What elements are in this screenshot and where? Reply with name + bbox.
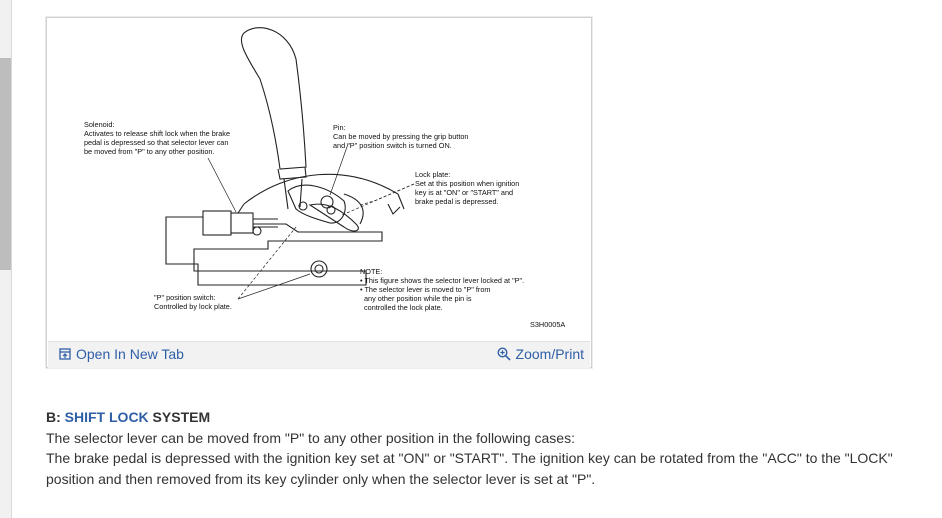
paragraph-2: The brake pedal is depressed with the ig… [46, 450, 893, 487]
open-in-new-tab-icon [59, 348, 71, 360]
lock-plate-callout: Lock plate: Set at this position when ig… [415, 170, 521, 206]
paragraph-1: The selector lever can be moved from "P"… [46, 429, 575, 446]
figure-card: Solenoid: Activates to release shift loc… [46, 17, 592, 368]
figure-code: S3H0005A [530, 320, 565, 329]
note-callout: NOTE: • This figure shows the selector l… [360, 267, 526, 312]
solenoid-block [202, 210, 232, 236]
section-content: B: SHIFT LOCK SYSTEM The selector lever … [46, 407, 926, 489]
pin-callout: Pin: Can be moved by pressing the grip b… [333, 123, 471, 150]
open-in-new-tab-link[interactable]: Open In New Tab [59, 346, 184, 362]
zoom-in-icon [497, 347, 511, 361]
figure-action-bar: Open In New Tab Zoom/Print [48, 341, 590, 368]
p-switch-callout: "P" position switch: Controlled by lock … [154, 293, 232, 311]
open-in-new-tab-label: Open In New Tab [76, 346, 184, 362]
pin-circle [298, 201, 308, 211]
shift-lock-link[interactable]: SHIFT LOCK [64, 409, 149, 425]
heading-prefix: B: [46, 409, 65, 425]
solenoid-callout: Solenoid: Activates to release shift loc… [84, 120, 232, 156]
zoom-print-link[interactable]: Zoom/Print [497, 346, 584, 362]
p-switch-circle [310, 260, 328, 278]
arc-guide [243, 173, 399, 205]
heading-suffix: SYSTEM [148, 409, 211, 425]
shift-lock-diagram[interactable]: Solenoid: Activates to release shift loc… [48, 19, 590, 341]
section-heading: B: SHIFT LOCK SYSTEM [46, 407, 926, 428]
left-scrollbar-thumb[interactable] [0, 58, 11, 270]
lock-plate [287, 184, 346, 224]
selector-lever-handle [240, 27, 307, 170]
zoom-print-label: Zoom/Print [515, 346, 584, 362]
